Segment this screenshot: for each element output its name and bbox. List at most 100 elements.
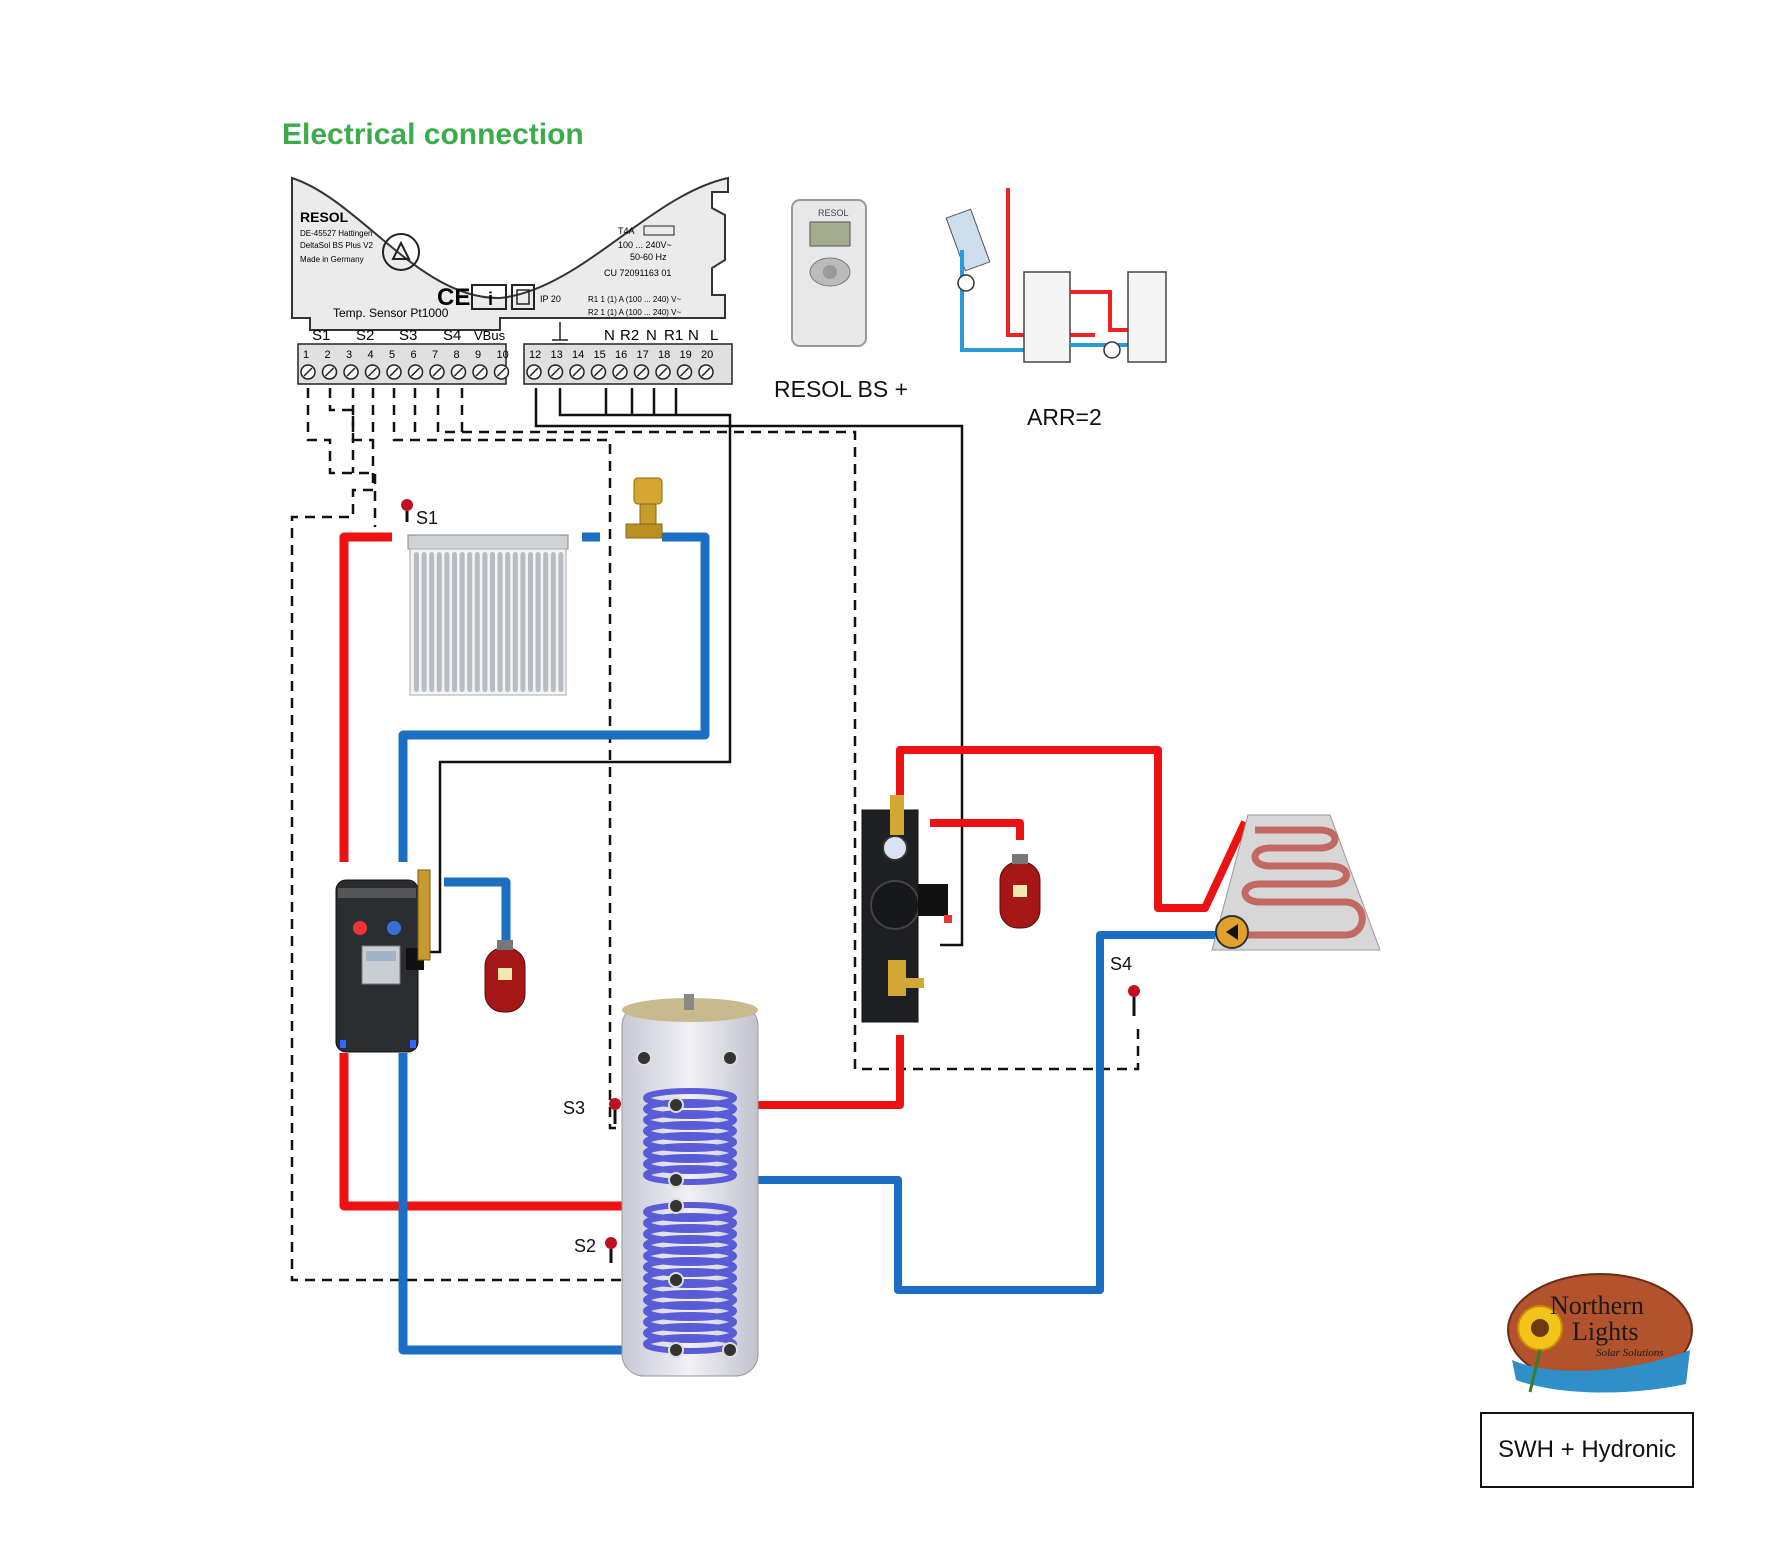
tank-port: [668, 1097, 684, 1113]
svg-text:i: i: [488, 289, 493, 309]
gauge-icon: [882, 835, 908, 861]
group-label-n2: N: [646, 327, 657, 344]
plate-ip: IP 20: [540, 294, 561, 304]
pump-icon: [957, 274, 975, 292]
terminal-number: 20: [701, 349, 713, 361]
collector-tube: [459, 552, 465, 692]
terminal-number: 12: [529, 349, 541, 361]
solar-collector: [407, 534, 569, 696]
plate-address3: Made in Germany: [300, 255, 364, 264]
arrangement-caption: ARR=2: [1027, 404, 1102, 430]
sensor-label-s3: S3: [563, 1098, 586, 1118]
group-label-r2: R2: [620, 327, 639, 344]
group-label-n1: N: [604, 327, 615, 344]
sensor-label-s2: S2: [574, 1236, 597, 1256]
group-label-n3: N: [688, 327, 699, 344]
ce-mark-icon: CE: [437, 284, 470, 311]
terminal-number: 1: [303, 349, 309, 361]
collector-tube: [497, 552, 503, 692]
collector-tube: [421, 552, 427, 692]
tank-coil-turn: [643, 1165, 737, 1185]
terminal-number: 9: [475, 349, 481, 361]
mini-controller-brand: RESOL: [818, 208, 849, 218]
group-label-s4: S4: [443, 327, 461, 344]
collector-tube: [414, 552, 419, 692]
sensor-label-s1: S1: [416, 508, 439, 528]
collector-tube: [429, 552, 435, 692]
mini-controller: RESOL: [791, 199, 867, 347]
terminal-number: 2: [325, 349, 331, 361]
sensor-probe-s2: [605, 1237, 617, 1263]
plate-address2: DeltaSol BS Plus V2: [300, 241, 373, 250]
logo-line2: Lights: [1572, 1317, 1638, 1346]
northern-lights-logo: Northern Lights Solar Solutions: [1507, 1273, 1693, 1393]
page-title: Electrical connection: [282, 118, 584, 151]
manual-icon: [471, 284, 507, 310]
terminal-number: 8: [454, 349, 460, 361]
thumb-tank: [1023, 271, 1071, 363]
hydronic-pump-station: [861, 795, 952, 1023]
controller-terminal-plate: RESOL DE-45527 Hattingen DeltaSol BS Plu…: [291, 176, 733, 385]
group-label-l: L: [710, 327, 718, 344]
plate-brand: RESOL: [300, 209, 349, 225]
solar-expansion-vessel: [484, 940, 526, 1013]
plate-voltage: 100 ... 240V~: [618, 240, 672, 250]
solar-pump-station: [335, 869, 431, 1053]
group-label-s1: S1: [312, 327, 330, 344]
solar-loop-pipes: [339, 532, 710, 1355]
terminal-number: 7: [432, 349, 438, 361]
group-label-r1: R1: [664, 327, 683, 344]
terminal-number: 16: [615, 349, 627, 361]
plate-sensor-note: Temp. Sensor Pt1000: [333, 306, 449, 320]
terminal-number: 18: [658, 349, 670, 361]
tank-port: [636, 1050, 652, 1066]
tank-port: [668, 1198, 684, 1214]
hydronic-loop-pipes: [676, 746, 1249, 1294]
collector-tube: [452, 552, 457, 692]
tank-port: [722, 1342, 738, 1358]
sensor-wires: [290, 388, 1140, 1282]
collector-tube: [558, 552, 564, 692]
collector-tube: [520, 552, 526, 692]
collector-tube: [543, 552, 549, 692]
thermometer-blue-icon: [387, 921, 401, 935]
controller-caption: RESOL BS +: [774, 376, 909, 402]
terminal-number: 17: [637, 349, 649, 361]
storage-tank: [621, 994, 759, 1377]
terminal-number: 19: [680, 349, 692, 361]
sensor-probe-s1: [401, 499, 413, 522]
collector-tube: [528, 552, 533, 692]
sensor-probe-s3: [609, 1098, 621, 1124]
collector-tube: [467, 552, 473, 692]
thumb-pump-icon: [1103, 341, 1121, 359]
collector-tube: [444, 552, 450, 692]
thumb-tank-2: [1127, 271, 1167, 363]
collector-tube: [550, 552, 556, 692]
approval-triangle-icon: [391, 240, 411, 260]
collector-tube: [436, 552, 442, 692]
plate-freq: 50-60 Hz: [630, 252, 667, 262]
thermometer-red-icon: [353, 921, 367, 935]
collector-tube: [474, 552, 480, 692]
system-label-box: SWH + Hydronic: [1480, 1412, 1694, 1488]
arrangement-thumbnail: [945, 188, 1167, 363]
collector-tube: [512, 552, 518, 692]
plate-relay2: R2 1 (1) A (100 ... 240) V~: [588, 308, 681, 317]
power-wires: [425, 388, 964, 954]
tank-port: [668, 1172, 684, 1188]
tank-port: [668, 1272, 684, 1288]
collector-tube: [535, 552, 541, 692]
air-vent-icon: [625, 477, 663, 539]
fuse-icon: [643, 225, 675, 236]
plate-code: CU 72091163 01: [604, 268, 671, 278]
hydronic-expansion-vessel: [999, 854, 1041, 929]
sensor-label-s4: S4: [1110, 954, 1133, 974]
circulator-pump-icon: [870, 880, 920, 930]
double-insulation-icon: [511, 284, 535, 310]
collector-tube: [505, 552, 511, 692]
group-label-vbus: VBus: [474, 328, 506, 343]
collector-tube: [482, 552, 488, 692]
terminal-number: 6: [411, 349, 417, 361]
tank-port: [668, 1342, 684, 1358]
